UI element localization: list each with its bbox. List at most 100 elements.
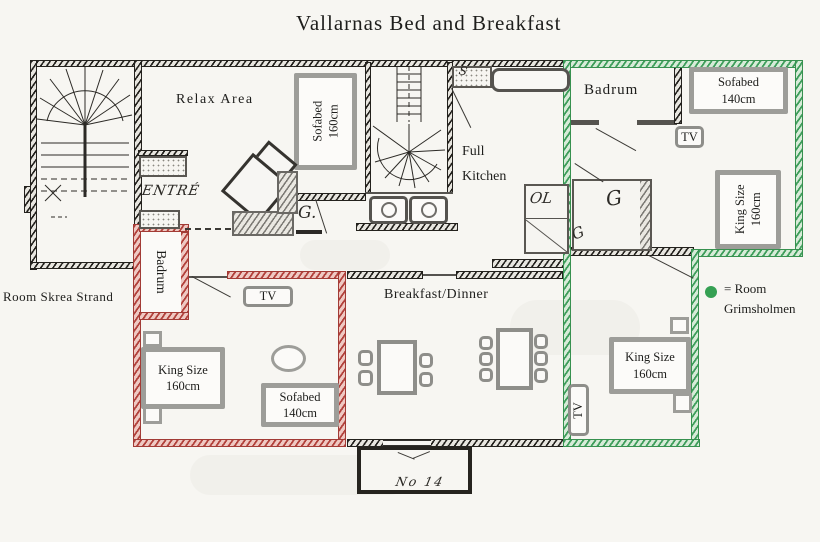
- wall-badrum-green-b: [637, 120, 677, 125]
- wall-badrum-green-vert: [674, 66, 682, 124]
- legend-dot-icon: [705, 286, 717, 298]
- chair: [479, 352, 493, 366]
- relax-bench: [232, 211, 294, 236]
- skrea-strand-label: Room Skrea Strand: [3, 289, 114, 304]
- chair: [479, 368, 493, 382]
- relax-g-mark: G.: [298, 203, 317, 223]
- wall-badrum-green-a: [567, 120, 599, 125]
- wall-kitchen-bottom: [492, 259, 567, 268]
- entre-closet-lower: [139, 210, 180, 229]
- red-wall-right: [338, 271, 346, 447]
- breakfast-label: Breakfast/Dinner: [384, 287, 489, 302]
- closet-g-hatch: [640, 181, 650, 249]
- red-wall-annex-bottom: [139, 312, 189, 320]
- chair: [534, 351, 548, 366]
- nightstand: [673, 393, 692, 413]
- sink-right: [409, 196, 448, 224]
- porch-door-number: No 14: [394, 474, 446, 489]
- sink-basin-icon: [380, 202, 397, 218]
- chair: [419, 372, 433, 387]
- side-table-oval: [271, 345, 306, 372]
- closet-ol-divider: [526, 218, 567, 219]
- wall-relax-column: [296, 193, 366, 201]
- skrea-badrum-box: Badrum: [141, 232, 181, 312]
- green-wall-right-upper: [795, 60, 803, 257]
- green-wall-bottom-lower: [563, 439, 700, 447]
- chair: [534, 334, 548, 349]
- nightstand: [143, 406, 162, 424]
- porch: [357, 446, 472, 494]
- grimsholmen-lower-tv: TV: [568, 384, 589, 436]
- grimsholmen-upper-sofabed-label: Sofabed 140cm: [718, 75, 759, 106]
- closet-g-large-label: G: [604, 185, 624, 211]
- relax-sofabed: Sofabed 160cm: [294, 73, 357, 170]
- grimsholmen-upper-king: King Size 160cm: [715, 170, 781, 249]
- wall-below-sinks: [356, 223, 458, 231]
- sink-basin-icon: [420, 202, 437, 218]
- wall-stairroom-right: [134, 60, 142, 227]
- chair: [479, 336, 493, 350]
- door-swing-grimsholmen-lower: [648, 255, 694, 279]
- grimsholmen-lower-king: King Size 160cm: [609, 337, 691, 394]
- wall-passage-line: [423, 274, 456, 276]
- door-swing-relax: [315, 199, 328, 234]
- skrea-king-label: King Size 160cm: [158, 362, 208, 393]
- sink-left: [369, 196, 408, 224]
- red-wall-left: [133, 224, 141, 446]
- red-wall-top: [227, 271, 346, 279]
- spiral-staircase-center: [372, 66, 446, 189]
- closet-ol-brace: [525, 219, 568, 253]
- green-wall-bottom-upper: [692, 249, 803, 257]
- skrea-sofabed-label: Sofabed 140cm: [279, 389, 321, 420]
- closet-ol-label: OL: [528, 189, 554, 207]
- kitchen-label: Full Kitchen: [462, 144, 507, 184]
- nightstand: [143, 331, 162, 347]
- page-title: Vallarnas Bed and Breakfast: [296, 11, 562, 35]
- grimsholmen-upper-king-label: King Size 160cm: [732, 184, 763, 235]
- relax-area-label: Relax Area: [176, 92, 254, 107]
- grimsholmen-upper-tv-label: TV: [681, 129, 698, 144]
- grimsholmen-lower-tv-label: TV: [571, 401, 586, 419]
- chair: [534, 368, 548, 383]
- dining-table: [377, 340, 417, 395]
- skrea-badrum-label: Badrum: [154, 250, 169, 294]
- green-wall-right-lower: [691, 249, 699, 447]
- grimsholmen-upper-sofabed: Sofabed 140cm: [689, 67, 788, 114]
- chair: [358, 350, 373, 366]
- nightstand: [670, 317, 689, 334]
- door-swing-badrum-green: [595, 128, 637, 152]
- legend-line2: Grimsholmen: [724, 301, 796, 316]
- wall-breakfast-top-b: [456, 271, 563, 279]
- wall-stairroom-bottom: [30, 262, 142, 269]
- dining-table: [496, 328, 533, 390]
- relax-corner-mark: [296, 230, 322, 234]
- chair: [419, 353, 433, 368]
- kitchen-counter-rounded: [491, 68, 570, 92]
- paper-blotch: [300, 240, 390, 270]
- wall-entre-top: [138, 150, 188, 156]
- closet-ol: [524, 184, 569, 254]
- red-wall-bottom: [133, 439, 346, 447]
- chair: [358, 370, 373, 386]
- skrea-sofabed: Sofabed 140cm: [261, 383, 339, 427]
- entre-door-dashes: [185, 228, 231, 230]
- wall-stairroom-left: [30, 60, 37, 270]
- door-swing-kitchen: [451, 88, 472, 128]
- kitchen-counter: [452, 66, 492, 88]
- grimsholmen-lower-king-label: King Size 160cm: [625, 350, 675, 381]
- badrum-upper-label: Badrum: [584, 82, 639, 98]
- relax-column: [277, 171, 298, 214]
- entre-closet-upper: [139, 156, 187, 177]
- door-swing-skrea: [191, 276, 231, 298]
- spiral-staircase-left: [36, 67, 133, 218]
- skrea-king: King Size 160cm: [141, 347, 225, 409]
- skrea-tv: TV: [243, 286, 293, 307]
- wall-stair-bottom-line: [365, 192, 453, 194]
- porch-door-gap: [383, 440, 431, 446]
- wall-breakfast-top-a: [347, 271, 423, 279]
- relax-sofabed-label: Sofabed 160cm: [310, 101, 341, 142]
- entre-label: ENTRÉ: [140, 183, 201, 199]
- legend-line1: = Room: [724, 281, 767, 296]
- skrea-tv-label: TV: [259, 289, 277, 303]
